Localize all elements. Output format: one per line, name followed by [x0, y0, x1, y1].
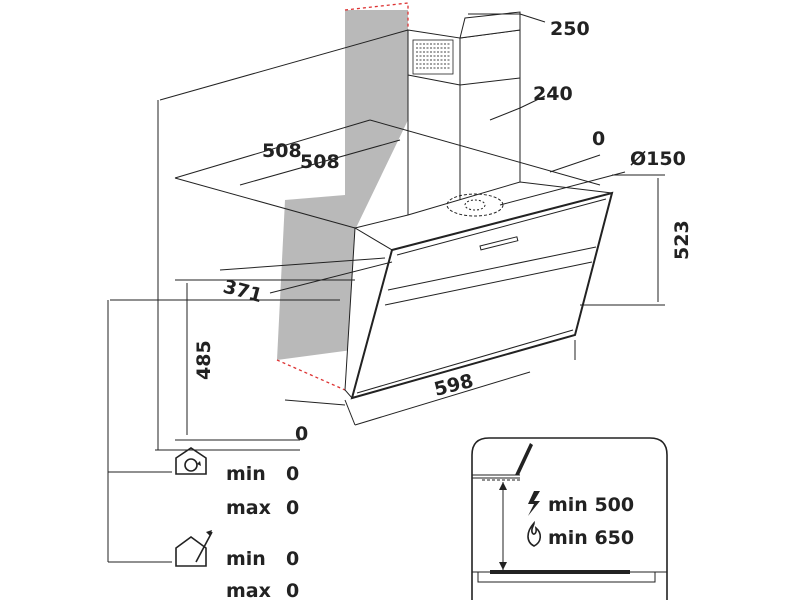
recirculation-icon	[175, 447, 207, 475]
installation-inset	[471, 437, 668, 600]
chimney	[407, 11, 521, 232]
gas-distance: min 650	[548, 527, 634, 549]
extraction-max-label: max	[226, 580, 271, 600]
dim-duct-diameter: Ø150	[630, 148, 686, 170]
recirculation-min-label: min	[226, 463, 266, 485]
extraction-min-value: 0	[286, 548, 299, 570]
recirculation-min-value: 0	[286, 463, 299, 485]
dim-chimney-depth: 240	[533, 83, 573, 105]
dim-mount-height: 485	[193, 340, 215, 380]
duct-outlet	[446, 193, 504, 217]
handle	[479, 236, 519, 251]
recirculation-max-value: 0	[286, 497, 299, 519]
wall	[277, 10, 408, 360]
dim-chimney-width: 250	[550, 18, 590, 40]
lightning-icon	[528, 491, 540, 516]
vent-grille	[412, 39, 454, 75]
extraction-min-label: min	[226, 548, 266, 570]
dim-hood-depth-inner: 508	[300, 151, 340, 173]
dim-rear-offset: 0	[592, 128, 605, 150]
electric-distance: min 500	[548, 494, 634, 516]
dim-front-height: 523	[671, 220, 693, 260]
dim-hood-depth-outer: 508	[262, 140, 302, 162]
extraction-max-value: 0	[286, 580, 299, 600]
dim-bottom-offset: 0	[295, 423, 308, 445]
dim-lines	[107, 13, 665, 563]
wall-bottom-edge	[276, 359, 346, 391]
flame-icon	[527, 520, 542, 547]
recirculation-max-label: max	[226, 497, 271, 519]
extraction-icon	[175, 530, 213, 567]
